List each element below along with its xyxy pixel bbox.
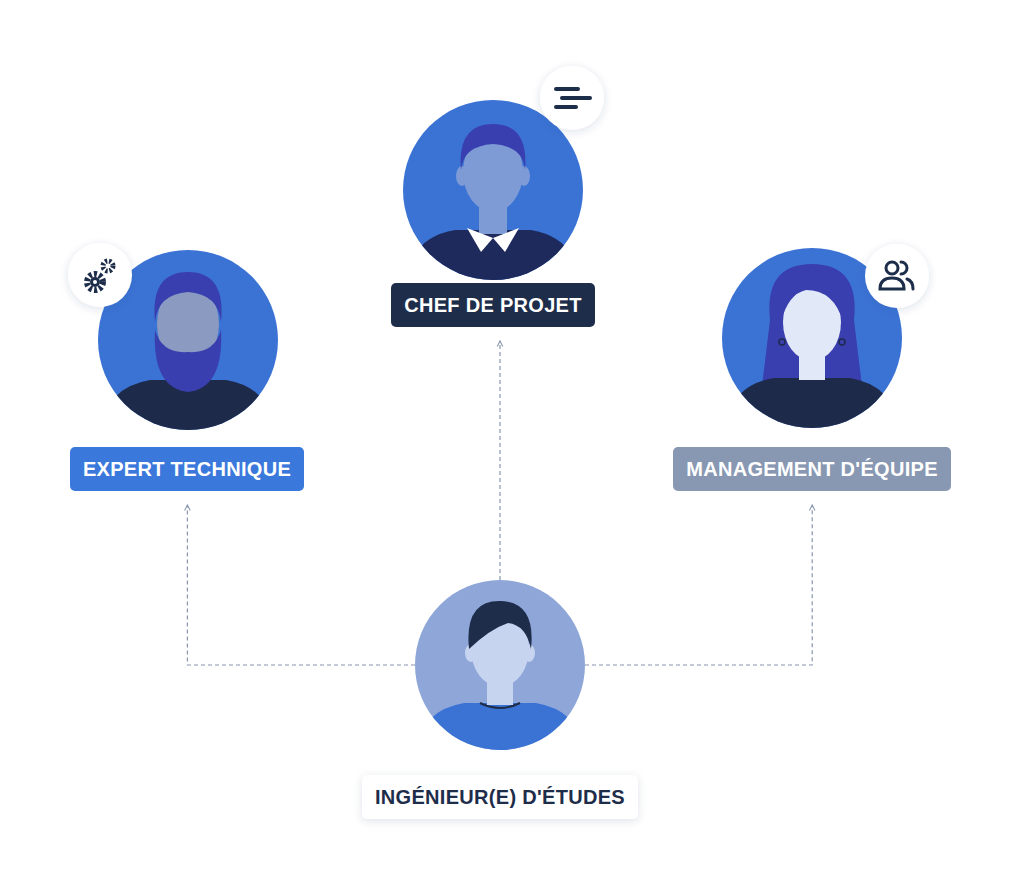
role-label: MANAGEMENT D'ÉQUIPE <box>673 447 951 491</box>
role-box: CHEF DE PROJET <box>391 283 595 327</box>
role-circle: INGÉNIEUR(E) D'ÉTUDES <box>415 580 585 750</box>
career-path-connector <box>585 505 812 665</box>
role-box: MANAGEMENT D'ÉQUIPE <box>673 447 951 491</box>
gears-icon <box>68 243 132 307</box>
people-icon <box>865 244 929 308</box>
role-label: CHEF DE PROJET <box>391 283 595 327</box>
role-label: EXPERT TECHNIQUE <box>70 447 304 491</box>
manager-avatar <box>403 100 583 285</box>
career-path-connector <box>499 341 500 580</box>
role-label: INGÉNIEUR(E) D'ÉTUDES <box>362 775 638 819</box>
career-path-connector <box>187 505 415 665</box>
role-box: EXPERT TECHNIQUE <box>70 447 305 491</box>
engineer-avatar <box>415 580 585 755</box>
timeline-icon <box>540 66 604 130</box>
